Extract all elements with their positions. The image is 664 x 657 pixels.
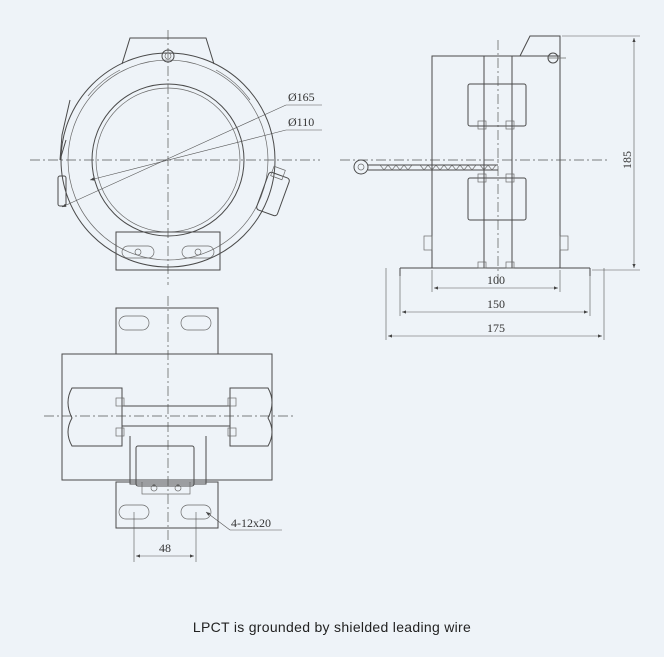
top-view: 4-12x20 48 <box>44 296 296 562</box>
dim-hole-spec: 4-12x20 <box>231 516 271 530</box>
front-view: Ø165 Ø110 <box>30 30 322 285</box>
dim-inner-diameter: Ø110 <box>288 115 314 129</box>
side-view: 185 100 150 175 <box>340 35 640 340</box>
figure-caption: LPCT is grounded by shielded leading wir… <box>192 619 472 635</box>
dim-outer-diameter: Ø165 <box>288 90 315 104</box>
dim-hole-spacing: 48 <box>159 541 171 555</box>
dim-height: 185 <box>620 151 634 169</box>
dim-width-100: 100 <box>487 273 505 287</box>
dim-width-150: 150 <box>487 297 505 311</box>
dim-width-175: 175 <box>487 321 505 335</box>
